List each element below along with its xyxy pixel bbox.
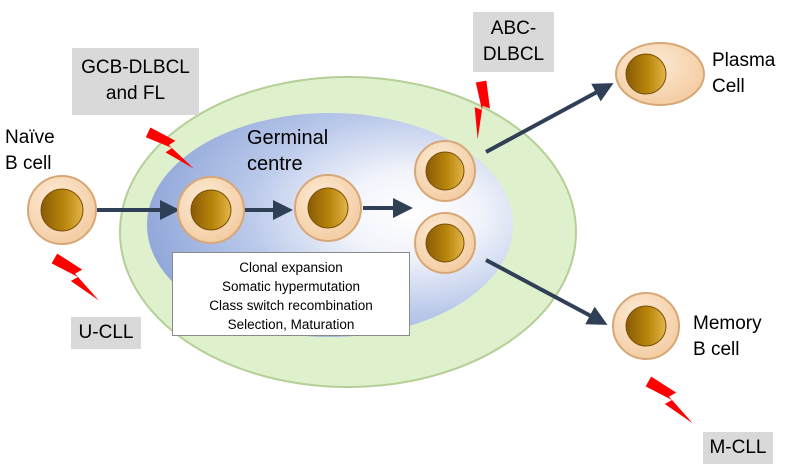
germinal-b-cell <box>414 212 476 274</box>
cell-nucleus <box>625 305 667 347</box>
process-step: Somatic hypermutation <box>221 279 361 294</box>
cell-nucleus <box>40 188 84 232</box>
lightning-bolt-icon <box>474 80 490 140</box>
m-cll-box: M-CLL <box>703 432 773 464</box>
naive-b-cell <box>27 175 97 245</box>
plasma-cell <box>615 42 705 106</box>
cell-nucleus <box>425 223 465 263</box>
abc-dlbcl-box: ABC- DLBCL <box>473 12 554 72</box>
germinal-b-cell <box>294 174 362 242</box>
process-step: Class switch recombination <box>209 298 373 313</box>
cell-nucleus <box>425 151 465 191</box>
lightning-bolt-icon <box>645 376 693 424</box>
germinal-b-cell <box>414 140 476 202</box>
cell-nucleus <box>190 189 232 231</box>
cell-nucleus <box>625 53 667 95</box>
memory-b-cell <box>612 292 680 360</box>
gcb-dlbcl-fl-box: GCB-DLBCL and FL <box>72 48 199 115</box>
plasma-cell-label: Plasma Cell <box>712 50 776 97</box>
cell-nucleus <box>307 187 349 229</box>
lightning-bolt-icon <box>51 253 99 301</box>
arrow-to-plasma-cell <box>485 83 614 154</box>
germinal-b-cell <box>177 176 245 244</box>
germinal-centre-label: Germinal centre <box>247 127 329 175</box>
process-step: Clonal expansion <box>239 260 343 275</box>
naive-b-cell-label: Naïve B cell <box>5 127 55 174</box>
process-step: Selection, Maturation <box>227 317 355 332</box>
germinal-centre-process-box: Clonal expansion Somatic hypermutation C… <box>172 252 410 336</box>
memory-b-cell-label: Memory B cell <box>693 313 762 360</box>
arrow-to-memory-cell <box>485 258 608 325</box>
lightning-bolt-icon <box>145 127 194 169</box>
u-cll-box: U-CLL <box>71 317 141 349</box>
